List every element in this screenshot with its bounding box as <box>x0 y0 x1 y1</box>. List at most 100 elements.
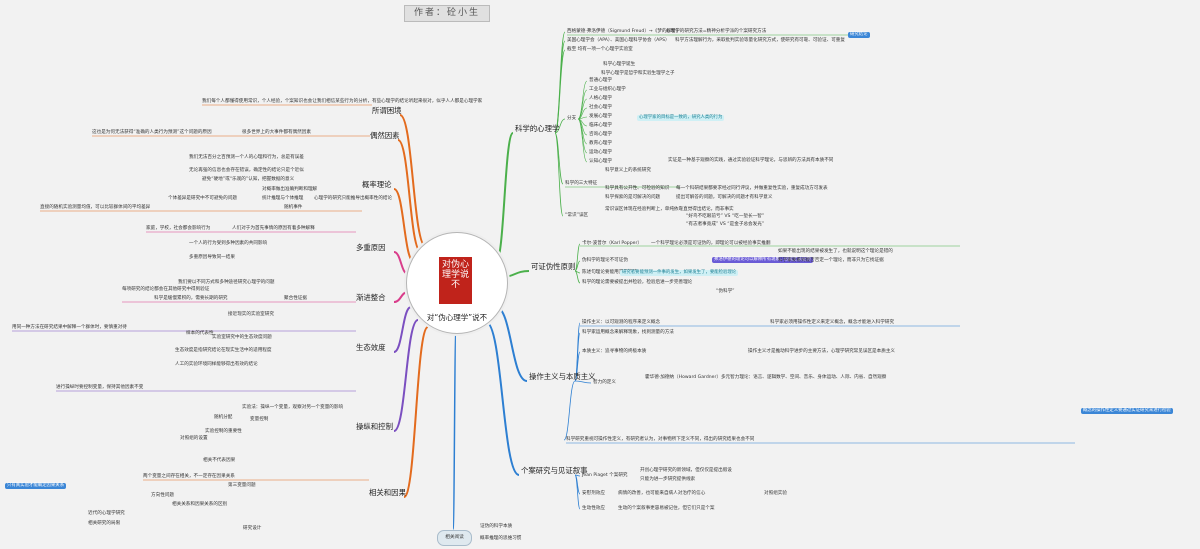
highlight-freud-theory: 弗洛伊德的理论可以解释所有现象，因此无法证伪 <box>712 257 813 263</box>
node-cor-6: 研究设计 <box>243 526 262 531</box>
link-testimonials <box>485 321 520 476</box>
link-test-sub-2 <box>574 474 581 510</box>
link-op-sub-2 <box>574 351 581 382</box>
link-convergence <box>393 291 409 303</box>
sub-branch-0: 普通心理学 <box>589 78 612 83</box>
node-more-1: 近代的心理学研究 <box>88 511 125 516</box>
link-sci-sub-2 <box>554 49 566 134</box>
sub-branch-9: 认知心理学 <box>589 159 612 164</box>
link-branch-item-9 <box>577 118 588 163</box>
node-op-def2: 科学家运用概念来解释现象，找到测量的方法 <box>582 330 674 335</box>
node-cor-3: 第三变量问题 <box>228 483 256 488</box>
node-chance-2: 很多世界上的大事件都有偶然因素 <box>242 130 311 135</box>
node-sci-systematic: 科学意义上的系统研究 <box>605 168 651 173</box>
branch-falsifiability[interactable]: 可证伪性原则 <box>531 262 576 271</box>
node-fals-explain: 如果不能出现的结果被发生了，也就说明这个理论是错的 <box>778 249 893 254</box>
node-science-philosophy: 科学心理学是哲学和实验生理学之子 <box>601 71 675 76</box>
node-apa: 美国心理学会（APA）、美国心理科学协会（APS） <box>567 38 670 43</box>
node-prob-6: 统计推理与个体推理 <box>262 196 304 201</box>
node-mult-3: 一个人的行为受到多种因素的共同影响 <box>189 241 268 246</box>
branch-testimonials[interactable]: 个案研究与见证叙事 <box>521 466 588 475</box>
node-test-vivid-desc: 生动的个案叙事更容易被记住，但它们只是个案 <box>618 506 715 511</box>
node-op-def-desc: 科学家必须用操作性定义来定义概念，概念才能进入科学研究 <box>770 320 895 325</box>
node-test-placebo: 安慰剂效应 <box>582 491 605 496</box>
node-op-ess: 本质主义：追寻事物的终极本质 <box>582 349 647 354</box>
node-op-def: 操作主义：以可观测的程序来定义概念 <box>582 320 661 325</box>
node-man-4: 变量控制 <box>250 417 269 422</box>
node-prob-3: 避免“硬地”或“乐观的”认知，把握数据的意义 <box>202 177 295 182</box>
node-sci-public: 科学具有公开性、可检验的知识 <box>605 186 670 191</box>
highlight-unity: 心理学家的目标是一致的，研究人类的行为 <box>637 115 725 121</box>
node-cor-5: 相关关系和因果关系的区别 <box>172 502 228 507</box>
node-knowing-desc: 常识误区体现在经验判断上，单纯依靠直觉得出结论，而非事实 <box>605 207 734 212</box>
sub-branch-1: 工业与组织心理学 <box>589 87 626 92</box>
link-correlation <box>403 326 429 498</box>
node-test-piaget-desc: 开创心理学研究的新领域，但仅仅是提出假设 <box>640 468 732 473</box>
node-fals-flex: “伪科学” <box>716 289 735 294</box>
node-knowing-good: “好鸟不吃眼前亏” VS “吃一堑长一智” <box>686 214 765 219</box>
node-eco-4: 生态效度是指研究结论在现实生活中的适用程度 <box>175 348 272 353</box>
book-cover-title: 对伪心理学说不 <box>442 260 470 290</box>
node-test-expect: 只能为进一步研究提供线索 <box>640 477 696 482</box>
node-fals-chen: 陈述句理论要能用实证检验 <box>582 270 638 275</box>
highlight-fals-chen: 研究者要能预测一件事的发生，如果发生了，要能检验理论 <box>620 270 739 276</box>
link-manipulation <box>393 319 419 432</box>
node-man-2: 实验法：操纵一个变量，观察对另一个变量的影响 <box>242 405 344 410</box>
node-more-2: 相关研究的局限 <box>88 521 121 526</box>
sub-branch-5: 临床心理学 <box>589 123 612 128</box>
node-eco-6: 样本的代表性 <box>186 331 214 336</box>
branch-probability[interactable]: 概率理论 <box>362 180 392 189</box>
node-knowing: “常识”误区 <box>565 213 589 218</box>
node-cor-1: 相关不代表因果 <box>203 458 236 463</box>
node-sci-char: 科学的三大特征 <box>565 181 598 186</box>
node-prob-2: 无论再强的信息也会存在错误，确定性的结论只是个近似 <box>189 168 304 173</box>
link-ecological <box>393 306 412 353</box>
node-sci-systematic-desc: 实证是一种基于观察的实践，通过实验验证科学理论，与思辨的方法具有本质不同 <box>668 158 834 163</box>
branch-manipulation[interactable]: 操纵和控制 <box>356 422 393 431</box>
link-chance <box>397 139 422 253</box>
branch-operationalism[interactable]: 操作主义与本质主义 <box>529 372 596 381</box>
branch-so-blame[interactable]: 所谓困境 <box>372 106 402 115</box>
link-branch-item-8 <box>577 118 588 154</box>
link-branch-item-1 <box>577 89 588 120</box>
author-label: 作者：砼小生 <box>404 5 490 22</box>
node-conv-4: 聚合性证据 <box>284 296 307 301</box>
branch-chance[interactable]: 偶然因素 <box>370 131 400 140</box>
node-op-iq: 智力的定义 <box>593 380 616 385</box>
central-topic[interactable]: 对伪心理学说不 对“伪心理学”说不 <box>406 232 508 334</box>
node-lab: 截至 均有一项一个心理学实验室 <box>567 47 633 52</box>
link-sci-sub-3 <box>554 118 566 134</box>
node-prob-7: 心理学的研究只能推导出概率性的结论 <box>314 196 393 201</box>
node-conv-1: 我们要以不同方式和多种途径研究心理学的问题 <box>178 280 275 285</box>
node-op-ess-desc: 操作主义才是推动科学进步的主要方法，心理学研究常见误区是本质主义 <box>748 349 896 354</box>
branch-ecological-validity[interactable]: 生态效度 <box>356 343 386 352</box>
highlight-research-conclusion: 研究结论 <box>848 32 870 38</box>
node-knowing-good2: “有志者事竟成” VS “是金子总会发光” <box>686 222 765 227</box>
node-cor-4: 方向性问题 <box>151 493 174 498</box>
node-blame-1: 我们每个人都懂得使用常识，个人经验，个案知识也会让我们相信某些行为的分析，有些心… <box>202 99 483 104</box>
node-freud-desc: 心理学的研究方法=精神分析学派的个案研究方法 <box>666 29 767 34</box>
link-cloud <box>452 331 457 530</box>
branch-multiple-causes[interactable]: 多重原因 <box>356 243 386 252</box>
node-test-vivid: 生动性效应 <box>582 506 605 511</box>
node-prob-1: 我们无法百分之百预测一个人的心理和行为，总是有误差 <box>189 155 304 160</box>
node-conv-2: 每项研究的结论都会在其他研究中得到验证 <box>122 287 210 292</box>
node-cor-2: 两个变量之间存在相关，不一定存在因果关系 <box>143 474 235 479</box>
sub-branch-4: 发展心理学 <box>589 114 612 119</box>
highlight-op-summary: 概念的操作性定义要通过实证研究来进行检验 <box>1081 408 1173 414</box>
node-test-placebo2: 对照组实验 <box>764 491 787 496</box>
book-cover: 对伪心理学说不 <box>439 257 472 304</box>
branch-convergence[interactable]: 渐进整合 <box>356 293 386 302</box>
node-mult-1: 家庭，学校，社会都会影响行为 <box>146 226 211 231</box>
branch-correlation[interactable]: 相关和因果 <box>369 488 406 497</box>
related-reading-cloud[interactable]: 相关阅读 <box>437 530 472 546</box>
branch-scientific-psychology[interactable]: 科学的心理学 <box>515 124 560 133</box>
node-fals-cur: 科学的理论需要被提出并检验，检验后进一步完善理论 <box>582 280 693 285</box>
node-test-placebo-desc: 病情的改善，也可能来自病人对治疗的信心 <box>618 491 706 496</box>
node-fals-freud: 伪科学的理论不可证伪 <box>582 258 628 263</box>
link-op-sub-3 <box>574 380 592 384</box>
node-freud: 西格蒙德·弗洛伊德（Sigmund Freud）→《梦的解析》 <box>567 29 681 34</box>
sub-branch-8: 运动心理学 <box>589 150 612 155</box>
